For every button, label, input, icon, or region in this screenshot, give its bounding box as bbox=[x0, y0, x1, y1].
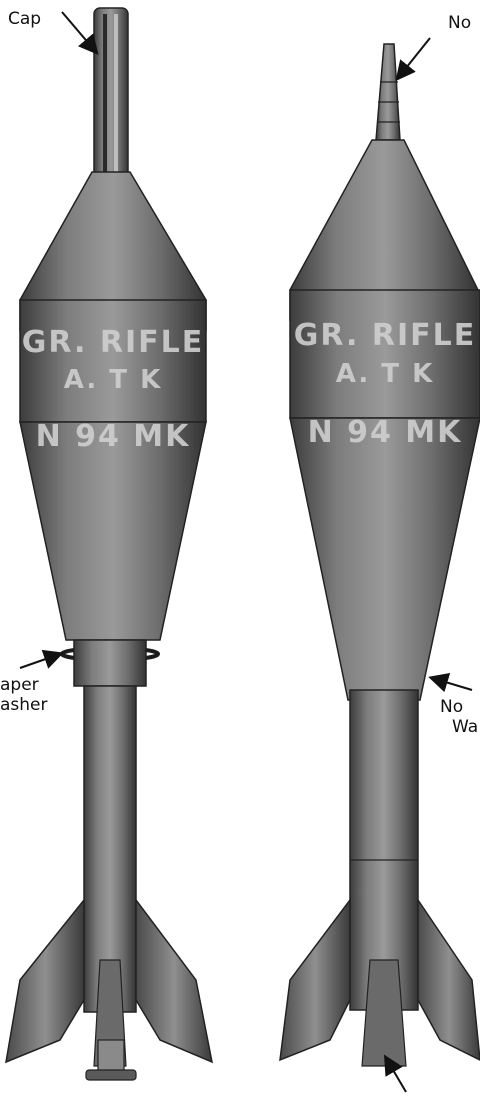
right-lower-cone bbox=[290, 418, 480, 700]
stencil-band bbox=[20, 300, 206, 422]
cap-tube bbox=[94, 8, 128, 180]
left-stencil-line1: GR. RIFLE bbox=[22, 325, 205, 360]
paper-washer-label-line2: asher bbox=[0, 696, 48, 716]
lower-cone bbox=[20, 422, 206, 640]
left-stencil-line3: N 94 MK bbox=[36, 419, 191, 454]
no-washer-label-line2: Wa bbox=[452, 718, 478, 738]
right-stencil-line2: A. T K bbox=[336, 359, 434, 389]
paper-washer-arrow bbox=[20, 654, 60, 668]
right-stencil-line3: N 94 MK bbox=[308, 415, 463, 450]
paper-washer-label-line1: aper bbox=[0, 676, 39, 696]
right-stencil-line1: GR. RIFLE bbox=[294, 318, 477, 353]
nose-label: No bbox=[448, 14, 471, 34]
no-washer-arrow bbox=[432, 678, 472, 690]
stem bbox=[74, 640, 146, 686]
cap-arrow bbox=[62, 12, 96, 52]
right-stencil-band bbox=[290, 290, 480, 418]
tail-plug bbox=[98, 1040, 124, 1074]
nose-arrow bbox=[398, 38, 430, 78]
right-grenade: GR. RIFLE A. T K N 94 MK bbox=[280, 44, 480, 1066]
nose bbox=[376, 44, 400, 140]
left-grenade: GR. RIFLE A. T K N 94 MK bbox=[6, 8, 212, 1080]
no-washer-label-line1: No bbox=[440, 698, 463, 718]
left-stencil-line2: A. T K bbox=[64, 365, 162, 395]
cap-label: Cap bbox=[8, 10, 41, 30]
